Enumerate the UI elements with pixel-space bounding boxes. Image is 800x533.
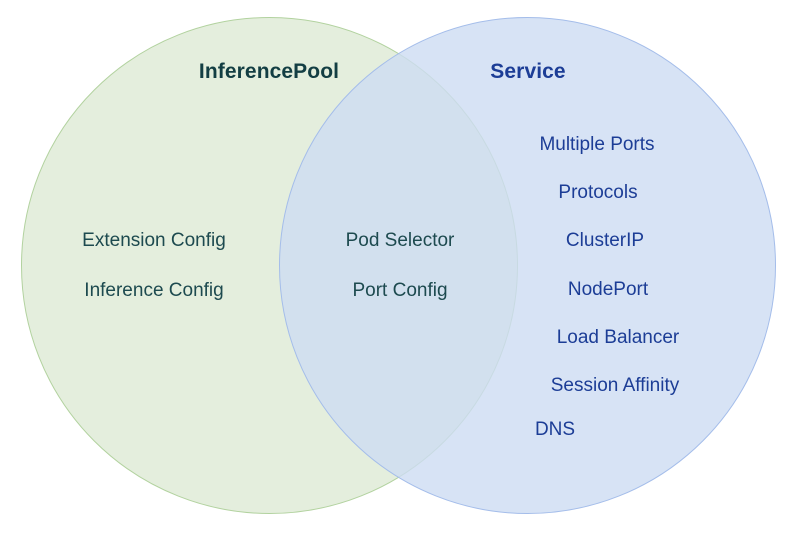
item-service-multiple-ports: Multiple Ports	[539, 134, 655, 155]
item-inference-pool-extension-config: Extension Config	[82, 230, 226, 251]
set-title-service: Service	[490, 60, 566, 83]
set-title-inference-pool: InferencePool	[198, 60, 340, 83]
item-shared-port-config: Port Config	[352, 280, 448, 301]
item-service-dns: DNS	[534, 419, 576, 440]
item-service-clusterip: ClusterIP	[565, 230, 645, 251]
item-service-load-balancer: Load Balancer	[556, 327, 680, 348]
item-service-protocols: Protocols	[558, 182, 638, 203]
item-service-nodeport: NodePort	[567, 279, 649, 300]
circle-service	[279, 17, 776, 514]
item-inference-pool-inference-config: Inference Config	[84, 280, 224, 301]
item-shared-pod-selector: Pod Selector	[345, 230, 455, 251]
item-service-session-affinity: Session Affinity	[550, 375, 680, 396]
